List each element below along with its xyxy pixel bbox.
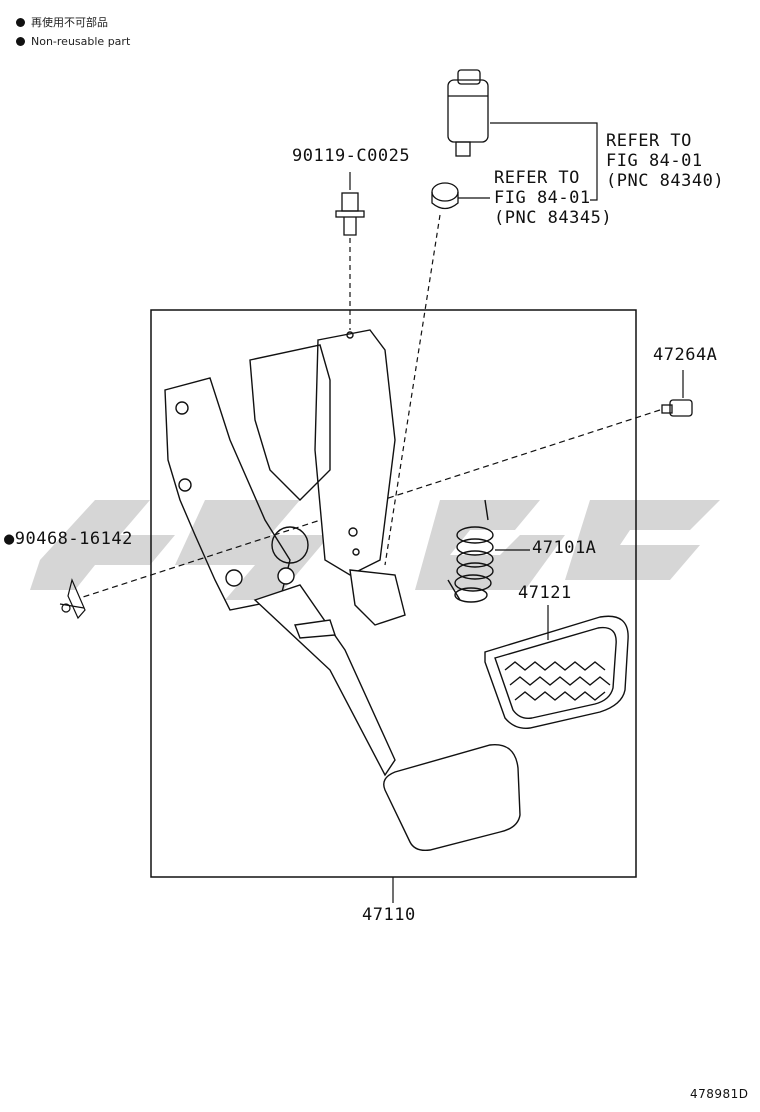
clip-part	[59, 578, 86, 620]
ref-cushion-line3: (PNC 84345)	[494, 208, 613, 228]
legend-row-reusable: 再使用不可部品	[16, 14, 108, 30]
label-clip: ●90468-16142	[4, 529, 133, 549]
pedal-pad	[484, 615, 629, 729]
legend-row-non-reusable: Non-reusable part	[16, 35, 130, 48]
ref-cushion-line1: REFER TO	[494, 168, 580, 188]
figure-id: 478981D	[690, 1087, 749, 1101]
label-spring: 47101A	[532, 538, 597, 558]
ref-switch-line3: (PNC 84340)	[606, 171, 725, 191]
watermark-logo	[30, 500, 720, 600]
label-pad: 47121	[518, 583, 572, 603]
pin-part	[661, 399, 693, 417]
return-spring	[447, 499, 494, 603]
brake-pedal-assembly	[164, 329, 521, 852]
ref-switch-line2: FIG 84-01	[606, 151, 703, 171]
bullet-icon	[16, 18, 25, 27]
ref-switch-line1: REFER TO	[606, 131, 692, 151]
legend-label-cn: 再使用不可部品	[31, 16, 108, 29]
label-pin: 47264A	[653, 345, 718, 365]
stop-lamp-switch	[447, 69, 489, 157]
label-pedal-assembly: 47110	[362, 905, 416, 925]
bullet-icon	[16, 37, 25, 46]
label-bolt: 90119-C0025	[292, 146, 411, 166]
legend-label-en: Non-reusable part	[31, 35, 131, 48]
ref-cushion-line2: FIG 84-01	[494, 188, 591, 208]
cushion-part	[431, 182, 459, 210]
bolt-part	[335, 192, 365, 236]
